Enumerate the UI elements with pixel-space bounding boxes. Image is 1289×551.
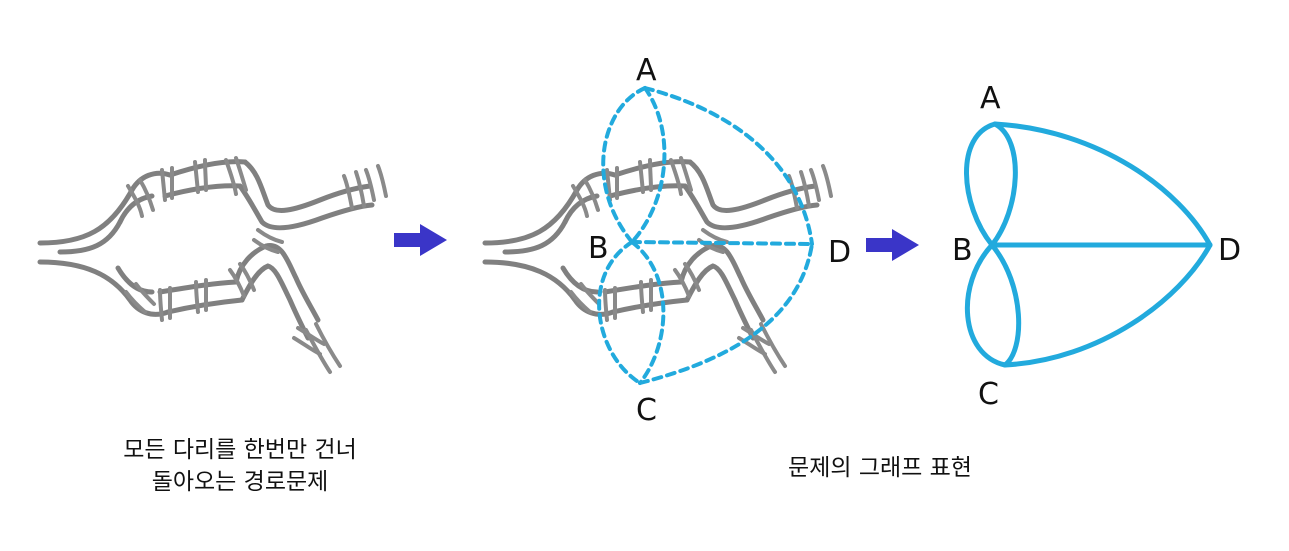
edge-b-c-left [597, 240, 642, 385]
edge-a-b-left [601, 86, 647, 244]
edge-a-d [643, 86, 814, 246]
map-caption-line2: 돌아오는 경로문제 [151, 469, 329, 495]
graph-edge-a-d [992, 121, 1213, 248]
graph-edge-c-d [1002, 242, 1213, 368]
overlay-panel: A B C D [485, 53, 851, 428]
right-arrow-icon [394, 224, 447, 256]
right-arrow-icon [866, 229, 919, 261]
edge-b-c-right [630, 240, 666, 385]
graph-node-a: A [980, 81, 1001, 116]
map-caption: 모든 다리를 한번만 건너 돌아오는 경로문제 [60, 434, 420, 498]
river-sketch [40, 158, 386, 372]
edge-b-d [630, 240, 814, 246]
map-panel [40, 158, 386, 372]
edge-c-d [638, 242, 814, 385]
map-caption-line1: 모든 다리를 한번만 건너 [123, 437, 357, 463]
overlay-node-b: B [588, 231, 609, 266]
graph-edge-b-c-right [989, 242, 1022, 368]
overlay-node-c: C [636, 393, 657, 428]
graph-node-b: B [952, 233, 973, 268]
graph-edge-a-b-left [964, 121, 998, 248]
graph-node-c: C [978, 377, 999, 412]
graph-edge-b-c-left [964, 242, 1008, 368]
graph-panel: A B C D [952, 81, 1241, 412]
dashed-edges [597, 86, 814, 385]
edge-a-b-right [630, 86, 667, 244]
graph-edge-a-b-right [989, 121, 1018, 248]
graph-node-d: D [1218, 233, 1241, 268]
graph-caption: 문제의 그래프 표현 [788, 455, 972, 481]
overlay-node-d: D [828, 235, 851, 270]
graph-edges [964, 121, 1213, 368]
overlay-node-a: A [636, 53, 657, 88]
